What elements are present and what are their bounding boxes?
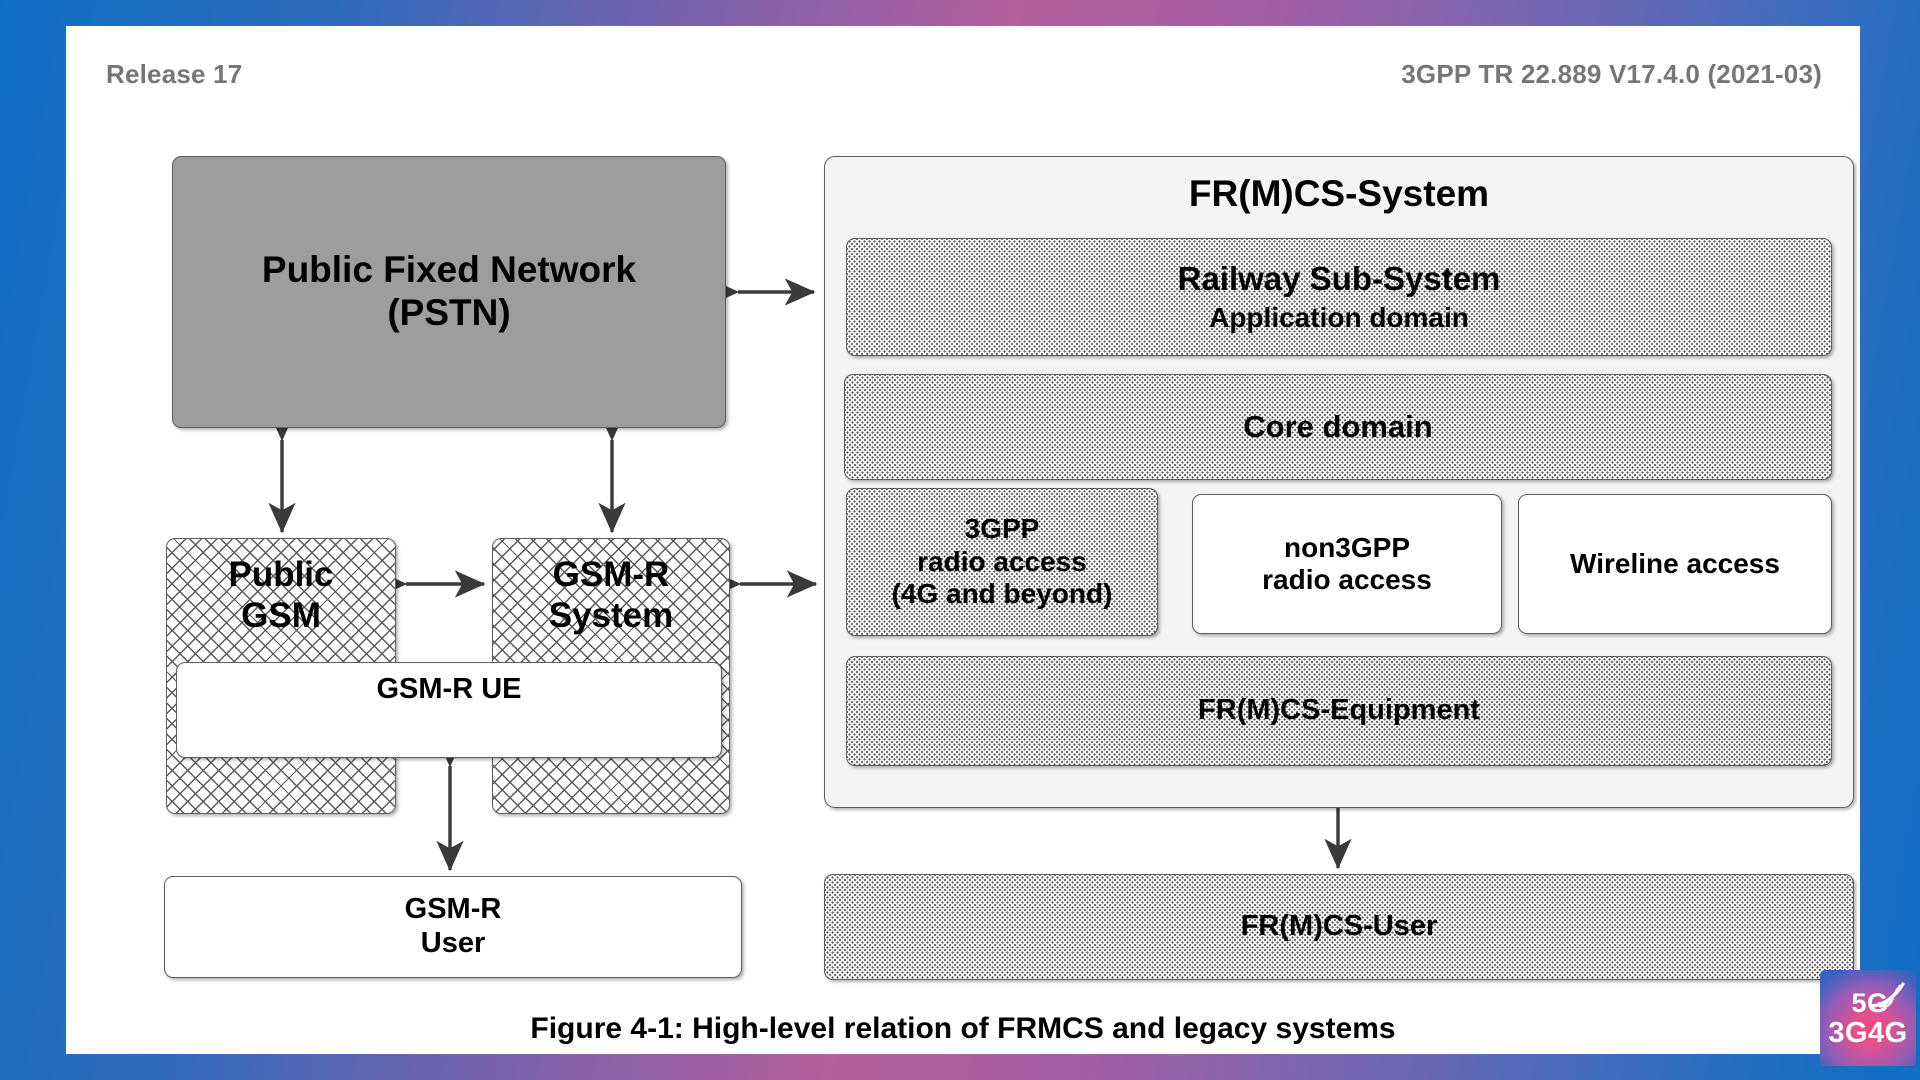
figure-caption: Figure 4-1: High-level relation of FRMCS… bbox=[530, 1012, 1396, 1045]
access-wireline-line-1: Wireline access bbox=[1570, 547, 1780, 579]
public-gsm-line-1: Public bbox=[228, 555, 334, 594]
frmcs-user-label: FR(M)CS-User bbox=[1240, 910, 1438, 943]
gsm-r-system-line-2: System bbox=[548, 595, 674, 635]
core-domain-box[interactable]: Core domain bbox=[844, 374, 1832, 480]
frmcs-equipment-box[interactable]: FR(M)CS-Equipment bbox=[846, 656, 1832, 766]
gsm-r-user-line-2: User bbox=[420, 927, 486, 959]
frmcs-equipment-label: FR(M)CS-Equipment bbox=[1198, 694, 1480, 727]
access-3gpp-line-3: (4G and beyond) bbox=[891, 578, 1113, 610]
access-3gpp-line-2: radio access bbox=[917, 545, 1087, 577]
railway-application-domain-label: Application domain bbox=[1209, 301, 1469, 333]
logo-line-2: 3G4G bbox=[1828, 1017, 1908, 1049]
release-label: Release 17 bbox=[106, 59, 243, 89]
frmcs-user-box[interactable]: FR(M)CS-User bbox=[824, 874, 1854, 980]
public-gsm-line-2: GSM bbox=[241, 595, 321, 635]
gsm-r-user-line-1: GSM-R bbox=[404, 893, 502, 926]
spec-reference-label: 3GPP TR 22.889 V17.4.0 (2021-03) bbox=[1401, 59, 1822, 89]
gsm-r-ue-label: GSM-R UE bbox=[376, 673, 522, 705]
core-domain-label: Core domain bbox=[1243, 409, 1433, 445]
railway-sub-system-title: Railway Sub-System bbox=[1177, 259, 1501, 297]
access-3gpp-line-1: 3GPP bbox=[964, 513, 1040, 545]
logo-line-1: 5G bbox=[1851, 988, 1889, 1018]
gsm-r-ue-box[interactable]: GSM-R UE bbox=[176, 662, 722, 758]
access-wireline-box[interactable]: Wireline access bbox=[1518, 494, 1832, 634]
gsm-r-user-box[interactable]: GSM-R User bbox=[164, 876, 742, 978]
frmcs-system-title: FR(M)CS-System bbox=[1188, 173, 1490, 214]
access-non3gpp-line-2: radio access bbox=[1262, 564, 1432, 595]
pstn-line-1: Public Fixed Network bbox=[261, 249, 637, 291]
access-non3gpp-radio-box[interactable]: non3GPP radio access bbox=[1192, 494, 1502, 634]
slide-canvas: Release 17 3GPP TR 22.889 V17.4.0 (2021-… bbox=[66, 26, 1860, 1054]
access-3gpp-radio-box[interactable]: 3GPP radio access (4G and beyond) bbox=[846, 488, 1158, 636]
pstn-line-2: (PSTN) bbox=[387, 292, 511, 333]
signal-wave-icon bbox=[1869, 982, 1905, 1008]
railway-sub-system-box[interactable]: Railway Sub-System Application domain bbox=[846, 238, 1832, 356]
public-fixed-network-box[interactable]: Public Fixed Network (PSTN) bbox=[172, 156, 726, 428]
logo-badge-3g4g[interactable]: 5G 3G4G bbox=[1820, 970, 1916, 1066]
logo-text: 5G 3G4G bbox=[1820, 990, 1916, 1048]
access-non3gpp-line-1: non3GPP bbox=[1283, 531, 1410, 563]
gsm-r-system-line-1: GSM-R bbox=[552, 555, 670, 594]
